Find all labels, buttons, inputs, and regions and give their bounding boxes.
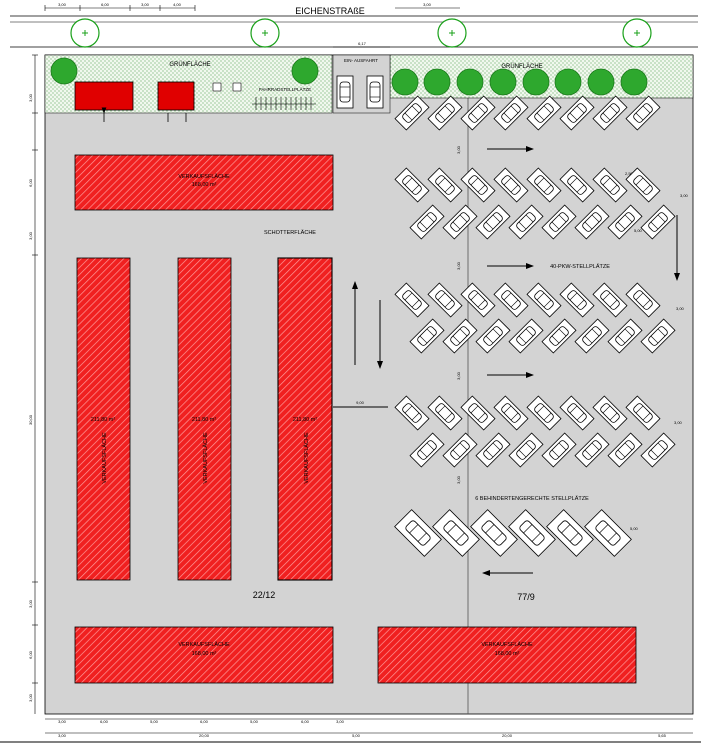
- dim-top: 3,00: [58, 2, 67, 7]
- dim-left: 6,00: [28, 178, 33, 187]
- dim-bottom: 20,00: [199, 733, 210, 738]
- tree-icon: [456, 68, 484, 96]
- bin-icons: [212, 82, 242, 92]
- dim-bottom: 3,00: [58, 719, 67, 724]
- dim-entrance: 6,17: [358, 41, 367, 46]
- dim-left: 3,00: [28, 599, 33, 608]
- sales-area-size: 168,00 m²: [192, 651, 217, 657]
- green-area-right: GRÜNFLÄCHE: [389, 54, 694, 99]
- sales-area: VERKAUFSFLÄCHE 168,00 m²: [377, 626, 637, 684]
- tree-icon: [620, 68, 648, 96]
- gravel-area-label: SCHOTTERFLÄCHE: [264, 229, 316, 236]
- tree-icon: [522, 68, 550, 96]
- sales-area-size: 211,80 m²: [192, 417, 217, 423]
- dim-left: 3,00: [28, 93, 33, 102]
- dim-side: 3,00: [674, 420, 683, 425]
- small-building: [74, 81, 195, 122]
- site-ground: [44, 54, 694, 715]
- dim-side: 3,00: [676, 306, 685, 311]
- dim-bottom: 6,00: [100, 719, 109, 724]
- street-tree-icon: [622, 18, 652, 48]
- dim-stall: 2,50: [625, 171, 634, 176]
- dim-stall: 5,00: [634, 228, 643, 233]
- tree-icon: [50, 57, 78, 85]
- sales-area-label: VERKAUFSFLÄCHE: [303, 432, 310, 484]
- dim-gap: 9,00: [356, 400, 365, 405]
- sales-area-label: VERKAUFSFLÄCHE: [178, 173, 230, 180]
- green-area-label: GRÜNFLÄCHE: [169, 61, 210, 68]
- sales-area-size: 211,80 m²: [91, 417, 116, 423]
- dim-left: 3,00: [28, 231, 33, 240]
- sales-area: VERKAUFSFLÄCHE 168,00 m²: [74, 626, 334, 684]
- dim-bottom: 5,00: [250, 719, 259, 724]
- dim-left: 3,00: [28, 693, 33, 702]
- tree-icon: [291, 57, 319, 85]
- parcel-number: 22/12: [253, 590, 276, 600]
- sales-area: 211,80 m² VERKAUFSFLÄCHE: [177, 257, 232, 581]
- left-dimensions: 3,00 6,00 3,00 30,00 3,00 6,00 3,00: [28, 54, 38, 714]
- car-icon: [366, 75, 384, 109]
- sales-area: 211,80 m² VERKAUFSFLÄCHE: [277, 257, 333, 581]
- dim-left: 30,00: [28, 414, 33, 425]
- street-name: EICHENSTRAßE: [295, 6, 365, 16]
- dim-bottom: 3,00: [58, 733, 67, 738]
- tree-icon: [587, 68, 615, 96]
- street-tree-icon: [250, 18, 280, 48]
- direction-arrows: [333, 146, 680, 576]
- green-area-label: GRÜNFLÄCHE: [501, 63, 542, 70]
- dim-side: 3,00: [680, 193, 689, 198]
- dim-top-right: 3,00: [423, 2, 432, 7]
- aisle-dimensions: 3,00 3,00 3,00 3,00 3,00 3,00 3,00 5,00 …: [456, 145, 689, 531]
- sales-area-label: VERKAUFSFLÄCHE: [101, 432, 108, 484]
- tree-icon: [554, 68, 582, 96]
- tree-icon: [423, 68, 451, 96]
- top-dimensions: 3,00 6,00 3,00 4,00 3,00 6,17: [44, 2, 460, 48]
- parcel-number: 77/9: [517, 592, 535, 602]
- dim-bottom: 6,00: [301, 719, 310, 724]
- bike-parking: FAHRRADSTELLPLÄTZE: [252, 86, 316, 110]
- dim-bottom: 6,00: [200, 719, 209, 724]
- entrance: EIN- AUSFAHRT: [332, 54, 391, 114]
- street: EICHENSTRAßE: [10, 6, 698, 48]
- dim-bottom: 3,00: [336, 719, 345, 724]
- dim-aisle: 3,00: [456, 475, 461, 484]
- dim-bottom: 20,00: [502, 733, 513, 738]
- dim-aisle: 3,00: [456, 371, 461, 380]
- parking-accessible-label: 6 BEHINDERTENGERECHTE STELLPLÄTZE: [475, 495, 589, 502]
- dim-aisle: 3,00: [456, 145, 461, 154]
- bottom-dimensions: 3,00 6,00 5,00 6,00 5,00 6,00 3,00 3,00 …: [0, 718, 701, 743]
- dim-side: 5,00: [630, 526, 639, 531]
- dim-top: 4,00: [173, 2, 182, 7]
- dim-aisle: 3,00: [456, 261, 461, 270]
- sales-area: 211,80 m² VERKAUFSFLÄCHE: [76, 257, 131, 581]
- sales-area-label: VERKAUFSFLÄCHE: [202, 432, 209, 484]
- sales-area: VERKAUFSFLÄCHE 168,00 m²: [74, 154, 334, 211]
- entrance-label: EIN- AUSFAHRT: [344, 58, 378, 63]
- dim-bottom: 5,00: [352, 733, 361, 738]
- dim-left: 6,00: [28, 650, 33, 659]
- dim-top: 3,00: [141, 2, 150, 7]
- dim-bottom: 5,65: [658, 733, 667, 738]
- tree-icon: [391, 68, 419, 96]
- bike-parking-label: FAHRRADSTELLPLÄTZE: [259, 86, 311, 92]
- car-icon: [336, 75, 354, 109]
- tree-icon: [489, 68, 517, 96]
- sales-area-label: VERKAUFSFLÄCHE: [178, 641, 230, 648]
- parking-cars-label: 40-PKW-STELLPLÄTZE: [550, 263, 610, 270]
- sales-area-label: VERKAUFSFLÄCHE: [481, 641, 533, 648]
- dim-bottom: 5,00: [150, 719, 159, 724]
- street-tree-icon: [70, 18, 100, 48]
- dim-top: 6,00: [101, 2, 110, 7]
- sales-area-size: 168,00 m²: [192, 182, 217, 188]
- sales-area-size: 211,80 m²: [293, 417, 318, 423]
- street-tree-icon: [437, 18, 467, 48]
- sales-area-size: 168,00 m²: [495, 651, 520, 657]
